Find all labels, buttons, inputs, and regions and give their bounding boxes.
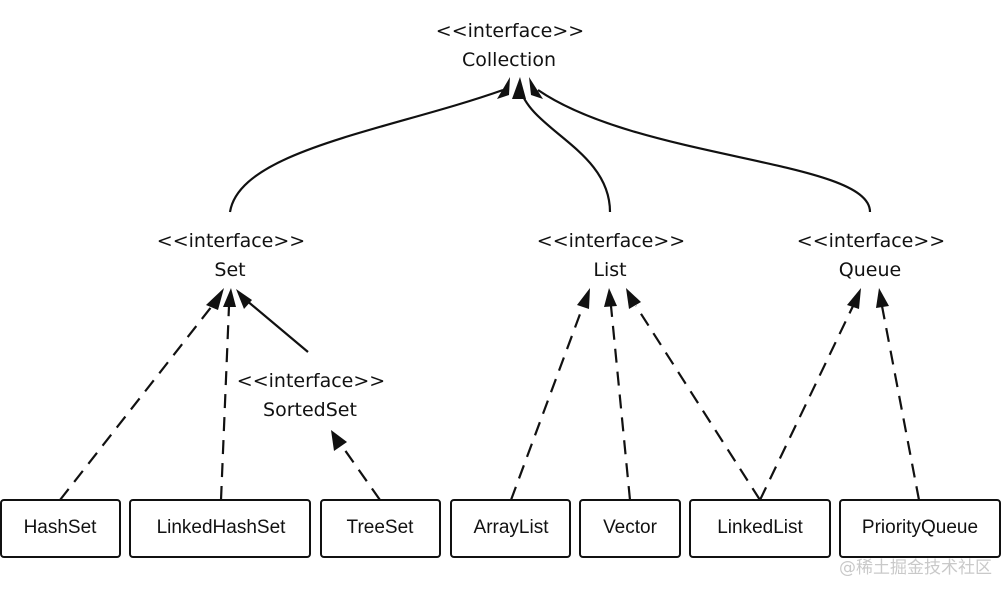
treeset-label: TreeSet xyxy=(347,517,415,538)
edge-set-to-collection xyxy=(228,88,504,213)
queue-name: Queue xyxy=(839,259,901,281)
linkedlist-class-node: LinkedList xyxy=(689,499,831,558)
arrowhead-collection-center xyxy=(512,77,526,99)
vector-class-node: Vector xyxy=(579,499,681,558)
arrowhead-list-left xyxy=(577,288,590,309)
edge-treeset-to-sortedset xyxy=(341,445,381,501)
linkedhashset-label: LinkedHashSet xyxy=(157,517,287,538)
arrowhead-set-right xyxy=(236,289,252,309)
arrowhead-queue-left xyxy=(847,288,861,309)
set-name: Set xyxy=(214,259,245,281)
queue-interface-node: <<interface>> Queue xyxy=(797,230,945,281)
edge-queue-to-collection xyxy=(537,89,872,213)
arrowhead-sortedset xyxy=(331,430,347,451)
collection-name: Collection xyxy=(462,49,556,71)
arrowhead-set-left xyxy=(206,288,224,310)
sortedset-stereotype: <<interface>> xyxy=(237,370,385,392)
edge-linkedlist-to-queue xyxy=(759,305,854,501)
set-interface-node: <<interface>> Set xyxy=(157,230,305,281)
edge-linkedlist-to-list xyxy=(635,305,761,501)
list-name: List xyxy=(593,259,626,281)
watermark-text: @稀土掘金技术社区 xyxy=(839,558,992,578)
list-stereotype: <<interface>> xyxy=(537,230,685,252)
edge-priorityqueue-to-queue xyxy=(880,305,921,501)
set-stereotype: <<interface>> xyxy=(157,230,305,252)
sortedset-name: SortedSet xyxy=(263,399,357,421)
sortedset-interface-node: <<interface>> SortedSet xyxy=(237,370,385,421)
hashset-class-node: HashSet xyxy=(0,499,121,558)
collection-stereotype: <<interface>> xyxy=(436,20,584,42)
priorityqueue-label: PriorityQueue xyxy=(862,517,978,538)
arrowhead-collection-left xyxy=(497,77,510,99)
arrowhead-queue-right xyxy=(876,288,889,308)
edge-hashset-to-set xyxy=(59,305,213,501)
edge-arraylist-to-list xyxy=(509,305,585,501)
edge-linkedhashset-to-set xyxy=(219,305,231,501)
arrowhead-set-center xyxy=(223,288,236,307)
vector-label: Vector xyxy=(603,517,658,538)
hashset-box xyxy=(0,499,121,558)
linkedlist-box xyxy=(689,499,831,558)
edge-sortedset-to-set xyxy=(245,299,309,353)
linkedhashset-box xyxy=(129,499,311,558)
arrowhead-list-center xyxy=(604,288,617,307)
priorityqueue-class-node: PriorityQueue xyxy=(839,499,1001,558)
treeset-class-node: TreeSet xyxy=(320,499,441,558)
arraylist-label: ArrayList xyxy=(474,517,550,538)
edge-list-to-collection xyxy=(518,87,612,213)
linkedhashset-class-node: LinkedHashSet xyxy=(129,499,311,558)
queue-stereotype: <<interface>> xyxy=(797,230,945,252)
list-interface-node: <<interface>> List xyxy=(537,230,685,281)
arrowhead-collection-right xyxy=(529,77,543,99)
vector-box xyxy=(579,499,681,558)
collection-interface-node: <<interface>> Collection xyxy=(436,20,584,71)
arraylist-box xyxy=(450,499,571,558)
priorityqueue-box xyxy=(839,499,1001,558)
hashset-label: HashSet xyxy=(24,517,98,538)
arraylist-class-node: ArrayList xyxy=(450,499,571,558)
linkedlist-label: LinkedList xyxy=(717,517,803,538)
arrowhead-list-right xyxy=(626,288,641,309)
edge-vector-to-list xyxy=(609,305,632,501)
treeset-box xyxy=(320,499,441,558)
